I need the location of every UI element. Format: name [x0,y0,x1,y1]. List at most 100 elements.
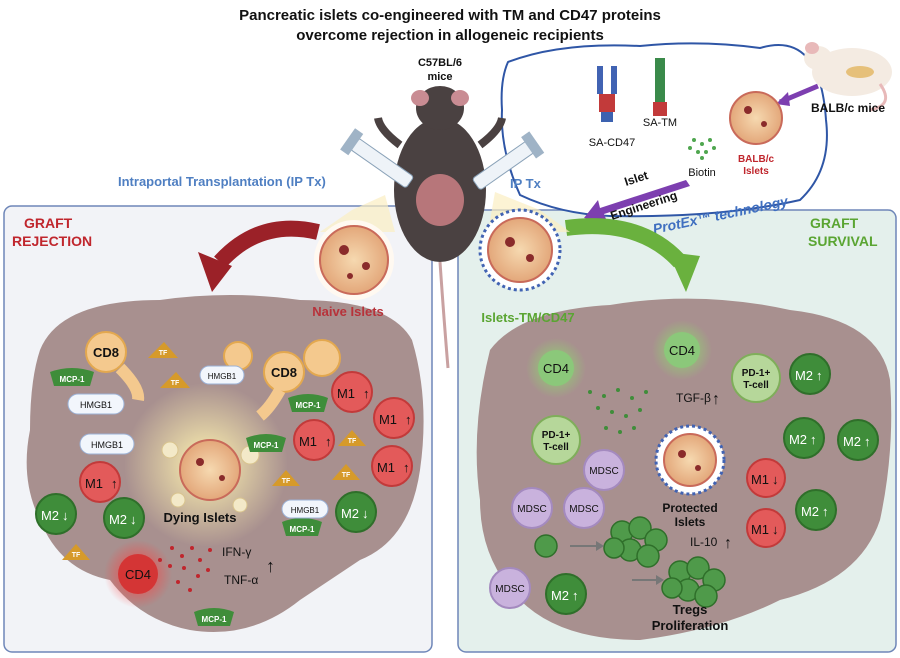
svg-text:HMGB1: HMGB1 [208,372,237,381]
down-arrow-icon: ↓ [62,508,69,523]
svg-text:MCP-1: MCP-1 [60,375,85,384]
treg-arrow-1-head [596,541,604,551]
svg-text:MDSC: MDSC [569,504,598,515]
ifn-gamma-label: IFN-γ [222,545,251,559]
up-arrow-icon: ↑ [405,412,412,427]
m2-cell-left-1: M2 ↓ [35,493,77,535]
syringe-left-icon [340,128,414,188]
graft-rejection-line1: GRAFT [24,215,73,231]
syringe-right-icon [472,131,545,190]
m1-cell-left-3: M1 ↑ [293,419,335,461]
treg-cluster-1 [603,516,668,568]
protected-islets-line2: Islets [675,515,706,529]
title-line-2: overcome rejection in allogeneic recipie… [296,27,604,44]
m2-cell-right-4: M2 ↑ [795,489,837,531]
sa-cd47-icon [597,66,617,122]
m2-cell-right-1: M2 ↑ [789,353,831,395]
tf-badge-6: TF [62,544,90,560]
m1-cell-left-1: M1 ↑ [331,371,373,413]
down-arrow-icon: ↓ [772,472,779,487]
up-arrow-icon: ↑ [864,434,871,449]
mdsc-cell-4: MDSC [489,567,531,609]
m2-cell-right-5: M2 ↑ [545,573,587,615]
hmgb1-pill-3: HMGB1 [79,433,135,455]
svg-text:M2: M2 [341,506,359,521]
cd8-cell-left: CD8 [85,331,145,401]
naive-islet-icon [314,220,394,300]
svg-text:HMGB1: HMGB1 [291,506,320,515]
naive-islets-label: Naive Islets [312,304,384,319]
tf-badge-5: TF [332,464,360,480]
svg-text:M2: M2 [789,432,807,447]
il10-label: IL-10 [690,535,718,549]
balbc-islets-label-1: BALB/c [738,154,775,165]
naive-light-cone [320,195,395,232]
svg-text:T-cell: T-cell [743,380,769,391]
graft-survival-line2: SURVIVAL [808,233,878,249]
m1-cell-left-2: M1 ↑ [373,397,415,439]
svg-text:MDSC: MDSC [495,584,524,595]
sa-cd47-label: SA-CD47 [589,137,635,149]
svg-text:M2: M2 [801,504,819,519]
m2-cell-right-3: M2 ↑ [837,419,879,461]
mcp1-badge-2: MCP-1 [288,394,328,412]
treg-arrow-2-head [656,575,664,585]
biotin-label: Biotin [688,167,716,179]
svg-text:M2: M2 [795,368,813,383]
cd8-label-right: CD8 [271,365,297,380]
svg-text:PD-1+: PD-1+ [742,368,771,379]
cytokine-up-arrow-icon: ↑ [266,556,275,576]
svg-text:M2: M2 [843,434,861,449]
up-arrow-icon: ↑ [403,460,410,475]
down-arrow-icon: ↓ [772,522,779,537]
balbc-islet-icon [729,91,783,145]
m2-cell-left-2: M2 ↓ [103,497,145,539]
balbc-arrow-head [776,92,790,106]
up-arrow-icon: ↑ [816,368,823,383]
m1-cell-left-5: M1 ↑ [79,461,121,503]
tf-badge-3: TF [338,430,366,446]
svg-text:HMGB1: HMGB1 [80,400,112,410]
up-arrow-icon: ↑ [363,386,370,401]
svg-text:TF: TF [72,552,81,559]
mcp1-badge-4: MCP-1 [282,518,322,536]
svg-text:PD-1+: PD-1+ [542,430,571,441]
up-arrow-icon: ↑ [572,588,579,603]
svg-text:T-cell: T-cell [543,442,569,453]
sa-tm-icon [653,58,667,116]
tregs-label-line2: Proliferation [652,618,729,633]
biotin-dots [688,138,716,160]
engineered-islet-icon [478,208,562,292]
m2-cell-right-2: M2 ↑ [783,417,825,459]
cd8-label-left: CD8 [93,345,119,360]
protected-islet-icon [654,424,726,496]
svg-text:M2: M2 [41,508,59,523]
protected-islets-line1: Protected [662,501,717,515]
svg-text:M1: M1 [299,434,317,449]
treg-cluster-2 [661,556,726,608]
cd4-label-left: CD4 [125,567,151,582]
hmgb1-pill-2: HMGB1 [67,393,125,415]
svg-text:TF: TF [348,438,357,445]
mcp1-badge-5: MCP-1 [194,608,234,626]
ip-tx-right-label: IP Tx [510,176,542,191]
pd1-tcell-2: PD-1+ T-cell [731,353,781,403]
dying-islet-icon [161,439,260,513]
sa-tm-label: SA-TM [643,117,677,129]
tgf-up-arrow-icon: ↑ [712,391,720,408]
tgf-dots [588,388,648,434]
svg-text:MCP-1: MCP-1 [254,441,279,450]
mdsc-cell-3: MDSC [563,487,605,529]
ip-tx-left-label: Intraportal Transplantation (IP Tx) [118,174,326,189]
svg-text:TF: TF [342,472,351,479]
title-line-1: Pancreatic islets co-engineered with TM … [239,7,661,24]
cd4-cell-red [118,554,158,594]
svg-text:TF: TF [159,350,168,357]
mouse-label-line1: C57BL/6 [418,57,462,69]
mcp1-badge-1: MCP-1 [50,368,94,386]
down-arrow-icon: ↓ [130,512,137,527]
survival-arrow-head [668,252,700,292]
islets-tm-cd47-label: Islets-TM/CD47 [481,310,574,325]
graft-rejection-line2: REJECTION [12,233,92,249]
